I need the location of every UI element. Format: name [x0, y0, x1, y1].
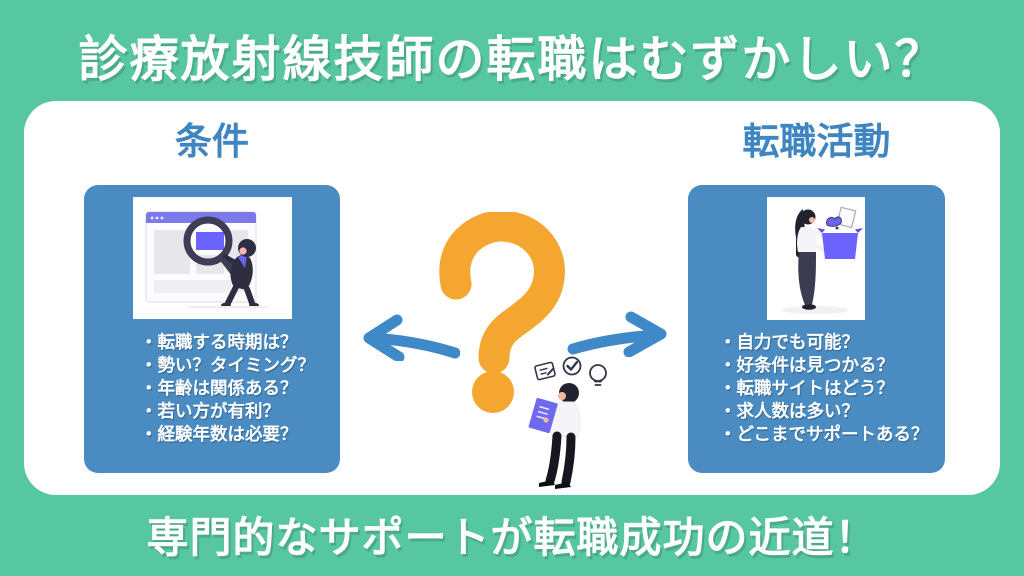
activity-question-list: ・自力でも可能？ ・好条件は見つかる？ ・転職サイトはどう？ ・求人数は多い？ …: [719, 331, 928, 446]
browser-search-graphic: [145, 211, 268, 308]
thinking-person-illustration: [528, 356, 607, 489]
question-item: ・若い方が有利？: [140, 401, 280, 421]
footer-message: 専門的なサポートが転職成功の近道！: [146, 514, 878, 561]
question-item: ・好条件は見つかる？: [719, 355, 894, 375]
book: [528, 397, 558, 434]
question-item: ・転職する時期は？: [140, 332, 298, 352]
activity-panel: ・自力でも可能？ ・好条件は見つかる？ ・転職サイトはどう？ ・求人数は多い？ …: [688, 185, 945, 473]
woman-figure: [795, 209, 832, 310]
question-item: ・自力でも可能？: [719, 332, 859, 352]
note-icon: [534, 361, 556, 381]
right-arrow-icon: [567, 311, 667, 357]
moving-box: [817, 206, 863, 259]
woman-carrying-box-graphic: [781, 206, 863, 314]
question-item: ・どこまでサポートある？: [719, 424, 929, 444]
left-arrow-icon: [363, 314, 460, 361]
question-item: ・経験年数は必要？: [140, 424, 298, 444]
left-section-heading: 条件: [175, 121, 249, 162]
lightbulb-icon: [589, 364, 607, 386]
page-title: 診療放射線技師の転職はむずかしい？: [78, 33, 946, 87]
question-item: ・求人数は多い？: [719, 401, 859, 421]
job-search-illustration: [133, 197, 292, 319]
right-section-heading: 転職活動: [742, 121, 891, 162]
check-icon: [562, 356, 582, 376]
reading-person-figure: [528, 383, 581, 489]
carrying-box-illustration: [767, 197, 865, 320]
searching-person-figure: [221, 239, 259, 308]
question-mark-icon: [439, 212, 565, 413]
content-card: 条件 転職活動: [24, 101, 1000, 495]
conditions-question-list: ・転職する時期は？ ・勢い？タイミング？ ・年齢は関係ある？ ・若い方が有利？ …: [140, 331, 315, 446]
question-item: ・勢い？タイミング？: [140, 355, 315, 375]
question-item: ・転職サイトはどう？: [719, 378, 894, 398]
question-item: ・年齢は関係ある？: [140, 378, 298, 398]
conditions-panel: ・転職する時期は？ ・勢い？タイミング？ ・年齢は関係ある？ ・若い方が有利？ …: [84, 185, 340, 473]
highlighted-result: [196, 232, 224, 250]
browser-bar: [146, 212, 256, 223]
